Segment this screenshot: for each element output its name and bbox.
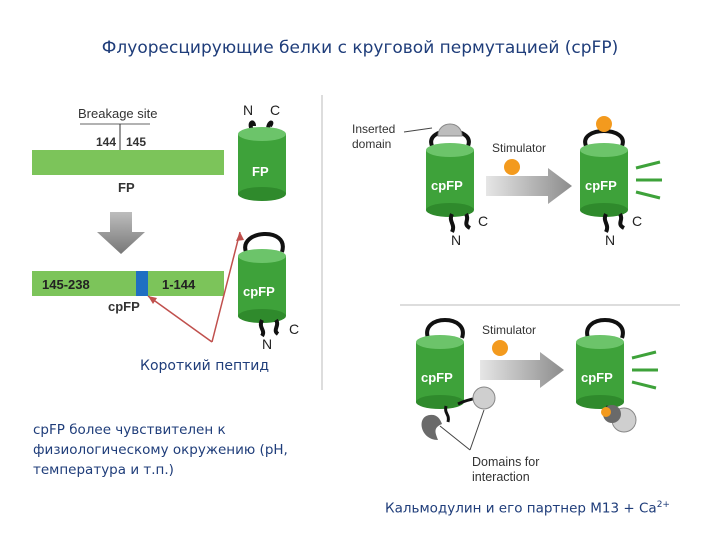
stimulator-label-top: Stimulator	[492, 141, 546, 155]
fp-barrel-label: FP	[252, 164, 269, 179]
inserted-domain-pointer	[403, 127, 433, 133]
fp-barrel: N C FP	[238, 102, 286, 201]
n-label-tr: N	[605, 232, 615, 248]
fluorescence-rays-top	[635, 160, 662, 200]
fp-n-label: N	[243, 102, 253, 118]
stimulator-label-bottom: Stimulator	[482, 323, 536, 337]
calmodulin-caption: Кальмодулин и его партнер М13 + Ca2+	[385, 500, 670, 517]
inserted-domain-label-1: Inserted	[352, 122, 395, 136]
stimulator-dot-bound-bottom	[601, 407, 611, 417]
interaction-domain-dark-bl	[421, 414, 442, 440]
domains-label-2: interaction	[472, 470, 530, 484]
right-arrow-bottom-icon	[480, 352, 564, 388]
cpfp-label-br: cpFP	[581, 370, 613, 385]
short-peptide-label: Короткий пептид	[140, 358, 270, 374]
fp-c-label: C	[270, 102, 280, 118]
cpfp-barrel-bottom-left: cpFP	[416, 318, 496, 440]
fluorescence-rays-bottom	[631, 350, 658, 390]
cpfp-bar-label: cpFP	[108, 299, 140, 314]
inserted-domain-label-2: domain	[352, 137, 391, 151]
cpfp-barrel-top-left: cpFP C N	[426, 123, 488, 248]
right-arrow-top-icon	[486, 168, 572, 204]
stimulator-dot-bound-top	[596, 116, 612, 132]
cpfp-label-bl: cpFP	[421, 370, 453, 385]
cpfp-barrel-top-right: cpFP C N	[580, 116, 662, 248]
domains-label-1: Domains for	[472, 455, 539, 469]
stimulator-dot-bottom	[492, 340, 508, 356]
peptide-pointer-lines	[147, 231, 241, 343]
cpfp-barrel-bottom-right: cpFP	[576, 318, 658, 433]
sensitivity-note: cpFP более чувствителен к физиологическо…	[33, 422, 288, 478]
c-label-tl: C	[478, 213, 488, 229]
breakage-site-label: Breakage site	[78, 106, 158, 121]
calcium-charge: 2+	[656, 500, 670, 510]
slide-title: Флуоресцирующие белки с круговой пермута…	[101, 38, 619, 58]
cpfp-label-tl: cpFP	[431, 178, 463, 193]
domains-pointer-2	[469, 409, 485, 451]
cpfp-n-label-left: N	[262, 336, 272, 352]
n-label-tl: N	[451, 232, 461, 248]
cpfp-seg-left	[32, 271, 136, 296]
site-145-label: 145	[126, 135, 146, 149]
c-label-tr: C	[632, 213, 642, 229]
seg-1-144-label: 1-144	[162, 277, 196, 292]
cpfp-label-tr: cpFP	[585, 178, 617, 193]
cpfp-c-label-left: C	[289, 321, 299, 337]
fp-sequence-bar	[32, 150, 224, 175]
site-144-label: 144	[96, 135, 116, 149]
cpfp-barrel-label-left: cpFP	[243, 284, 275, 299]
stimulator-dot-top	[504, 159, 520, 175]
cpfp-linker	[136, 271, 148, 296]
domains-pointer-1	[439, 425, 471, 451]
down-arrow-icon	[97, 212, 145, 254]
interaction-domain-light-bl	[472, 386, 496, 410]
calmodulin-text: Кальмодулин и его партнер М13 + Ca	[385, 500, 657, 517]
cpfp-seg-right	[148, 271, 224, 296]
fp-bar-label: FP	[118, 180, 135, 195]
cpfp-barrel-left: cpFP C N	[238, 232, 299, 352]
seg-145-238-label: 145-238	[42, 277, 90, 292]
